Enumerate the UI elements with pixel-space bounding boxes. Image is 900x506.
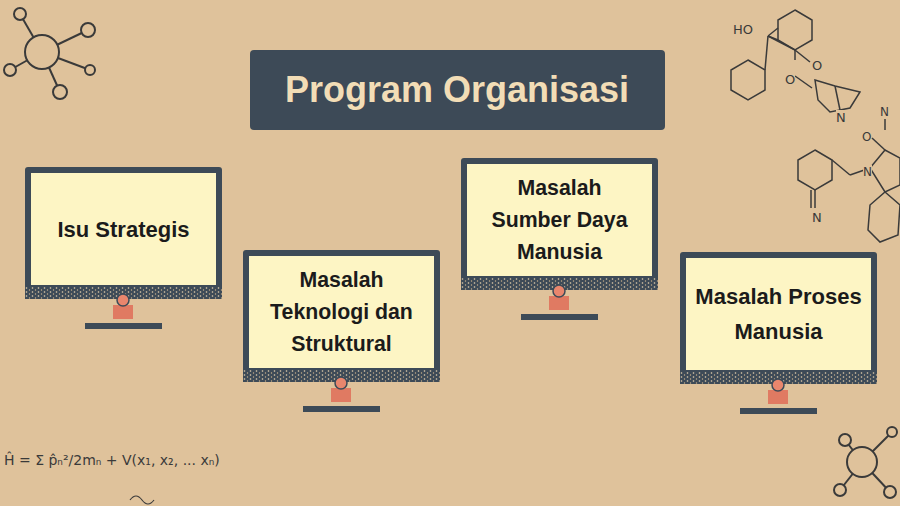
- atom-label: O: [785, 72, 795, 87]
- monitor-screen: Masalah Sumber Daya Manusia: [467, 164, 652, 276]
- monitor-3: [461, 158, 658, 320]
- atom-label: N: [836, 110, 846, 125]
- atom-label: HO: [733, 22, 753, 37]
- title-box: [250, 50, 665, 130]
- equation-text: Ĥ = Σ p̂ₙ²/2mₙ + V(x₁, x₂, ... xₙ): [4, 452, 220, 468]
- monitor-screen: Isu Strategis: [31, 173, 216, 285]
- monitor-1: [25, 167, 222, 329]
- screen-label: Isu Strategis: [57, 212, 189, 247]
- title-text: Program Organisasi: [285, 69, 629, 111]
- screen-label: Masalah Sumber Daya Manusia: [475, 172, 644, 268]
- monitor-screen: Masalah Teknologi dan Struktural: [249, 256, 434, 368]
- atom-label: N: [863, 165, 872, 179]
- atom-label: O: [812, 58, 822, 73]
- chemical-structure: [731, 10, 900, 242]
- atom-label: N: [880, 105, 889, 119]
- equation-scribble: [130, 496, 154, 504]
- monitor-4: [680, 252, 877, 414]
- monitor-screen: Masalah Proses Manusia: [686, 258, 871, 370]
- screen-label: Masalah Proses Manusia: [694, 279, 863, 349]
- atom-label: N: [812, 210, 822, 225]
- molecule-icon: [834, 427, 897, 498]
- atom-label: O: [862, 130, 871, 144]
- monitor-2: [243, 250, 440, 412]
- screen-label: Masalah Teknologi dan Struktural: [257, 264, 426, 360]
- molecule-icon: [4, 8, 95, 99]
